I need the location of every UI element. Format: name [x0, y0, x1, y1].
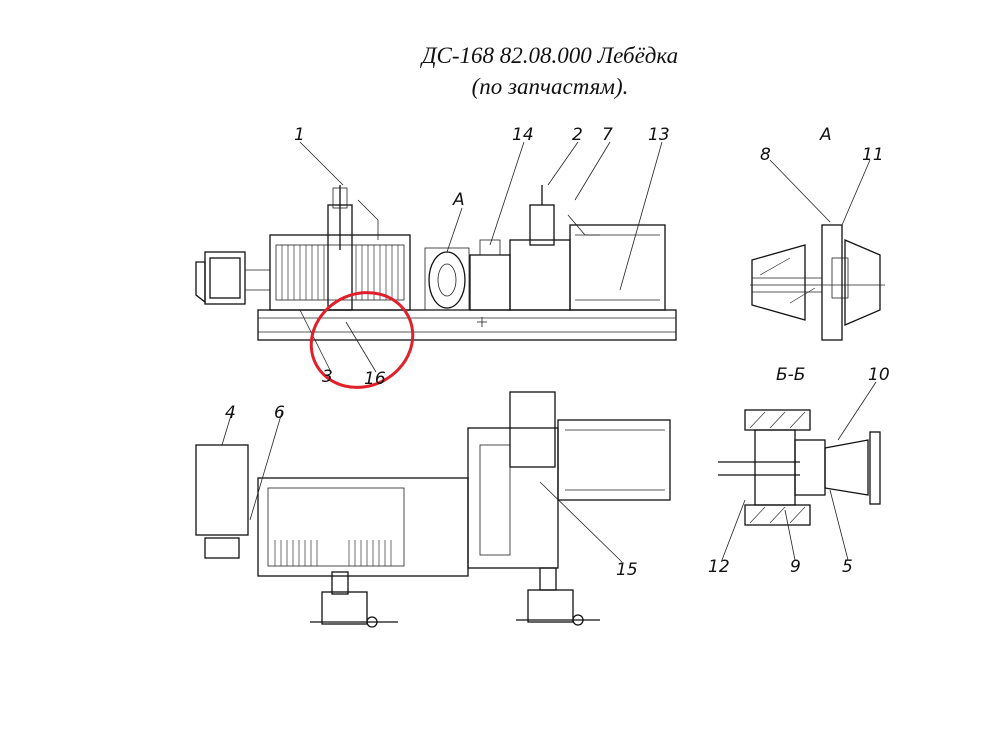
plan-drum-ribs	[274, 540, 392, 566]
side-elevation-view	[195, 185, 677, 341]
plan-view	[195, 391, 671, 628]
label-part-1: 1	[294, 125, 305, 145]
label-view-a-main: А	[452, 190, 465, 210]
label-part-14: 14	[512, 125, 534, 145]
label-part-8: 8	[760, 145, 771, 165]
label-part-12: 12	[708, 557, 730, 577]
label-section-bb: Б-Б	[776, 365, 805, 385]
label-part-4: 4	[225, 403, 236, 423]
label-view-a-detail: А	[819, 125, 832, 145]
title-line-2: (по запчастям).	[471, 74, 629, 99]
part-labels: 1 2 7 13 14 А 3 16 4 6 15 А 8 11 Б-Б 10 …	[225, 125, 890, 580]
label-part-7: 7	[602, 125, 613, 145]
leader-lines	[221, 141, 877, 563]
highlight-circle	[309, 291, 415, 389]
label-part-15: 15	[616, 560, 638, 580]
label-part-3: 3	[322, 367, 333, 387]
label-part-2: 2	[572, 125, 583, 145]
drawing-title: ДС-168 82.08.000 Лебёдка (по запчастям).	[300, 40, 800, 102]
title-line-1: ДС-168 82.08.000 Лебёдка	[421, 43, 679, 68]
label-part-5: 5	[842, 557, 853, 577]
section-bb-view	[718, 409, 881, 526]
label-part-6: 6	[274, 403, 285, 423]
detail-a-view	[750, 224, 885, 341]
label-part-9: 9	[790, 557, 801, 577]
label-part-11: 11	[862, 145, 884, 165]
drum-ribs	[281, 245, 399, 300]
label-part-10: 10	[868, 365, 890, 385]
label-part-13: 13	[648, 125, 670, 145]
label-part-16: 16	[364, 369, 386, 389]
